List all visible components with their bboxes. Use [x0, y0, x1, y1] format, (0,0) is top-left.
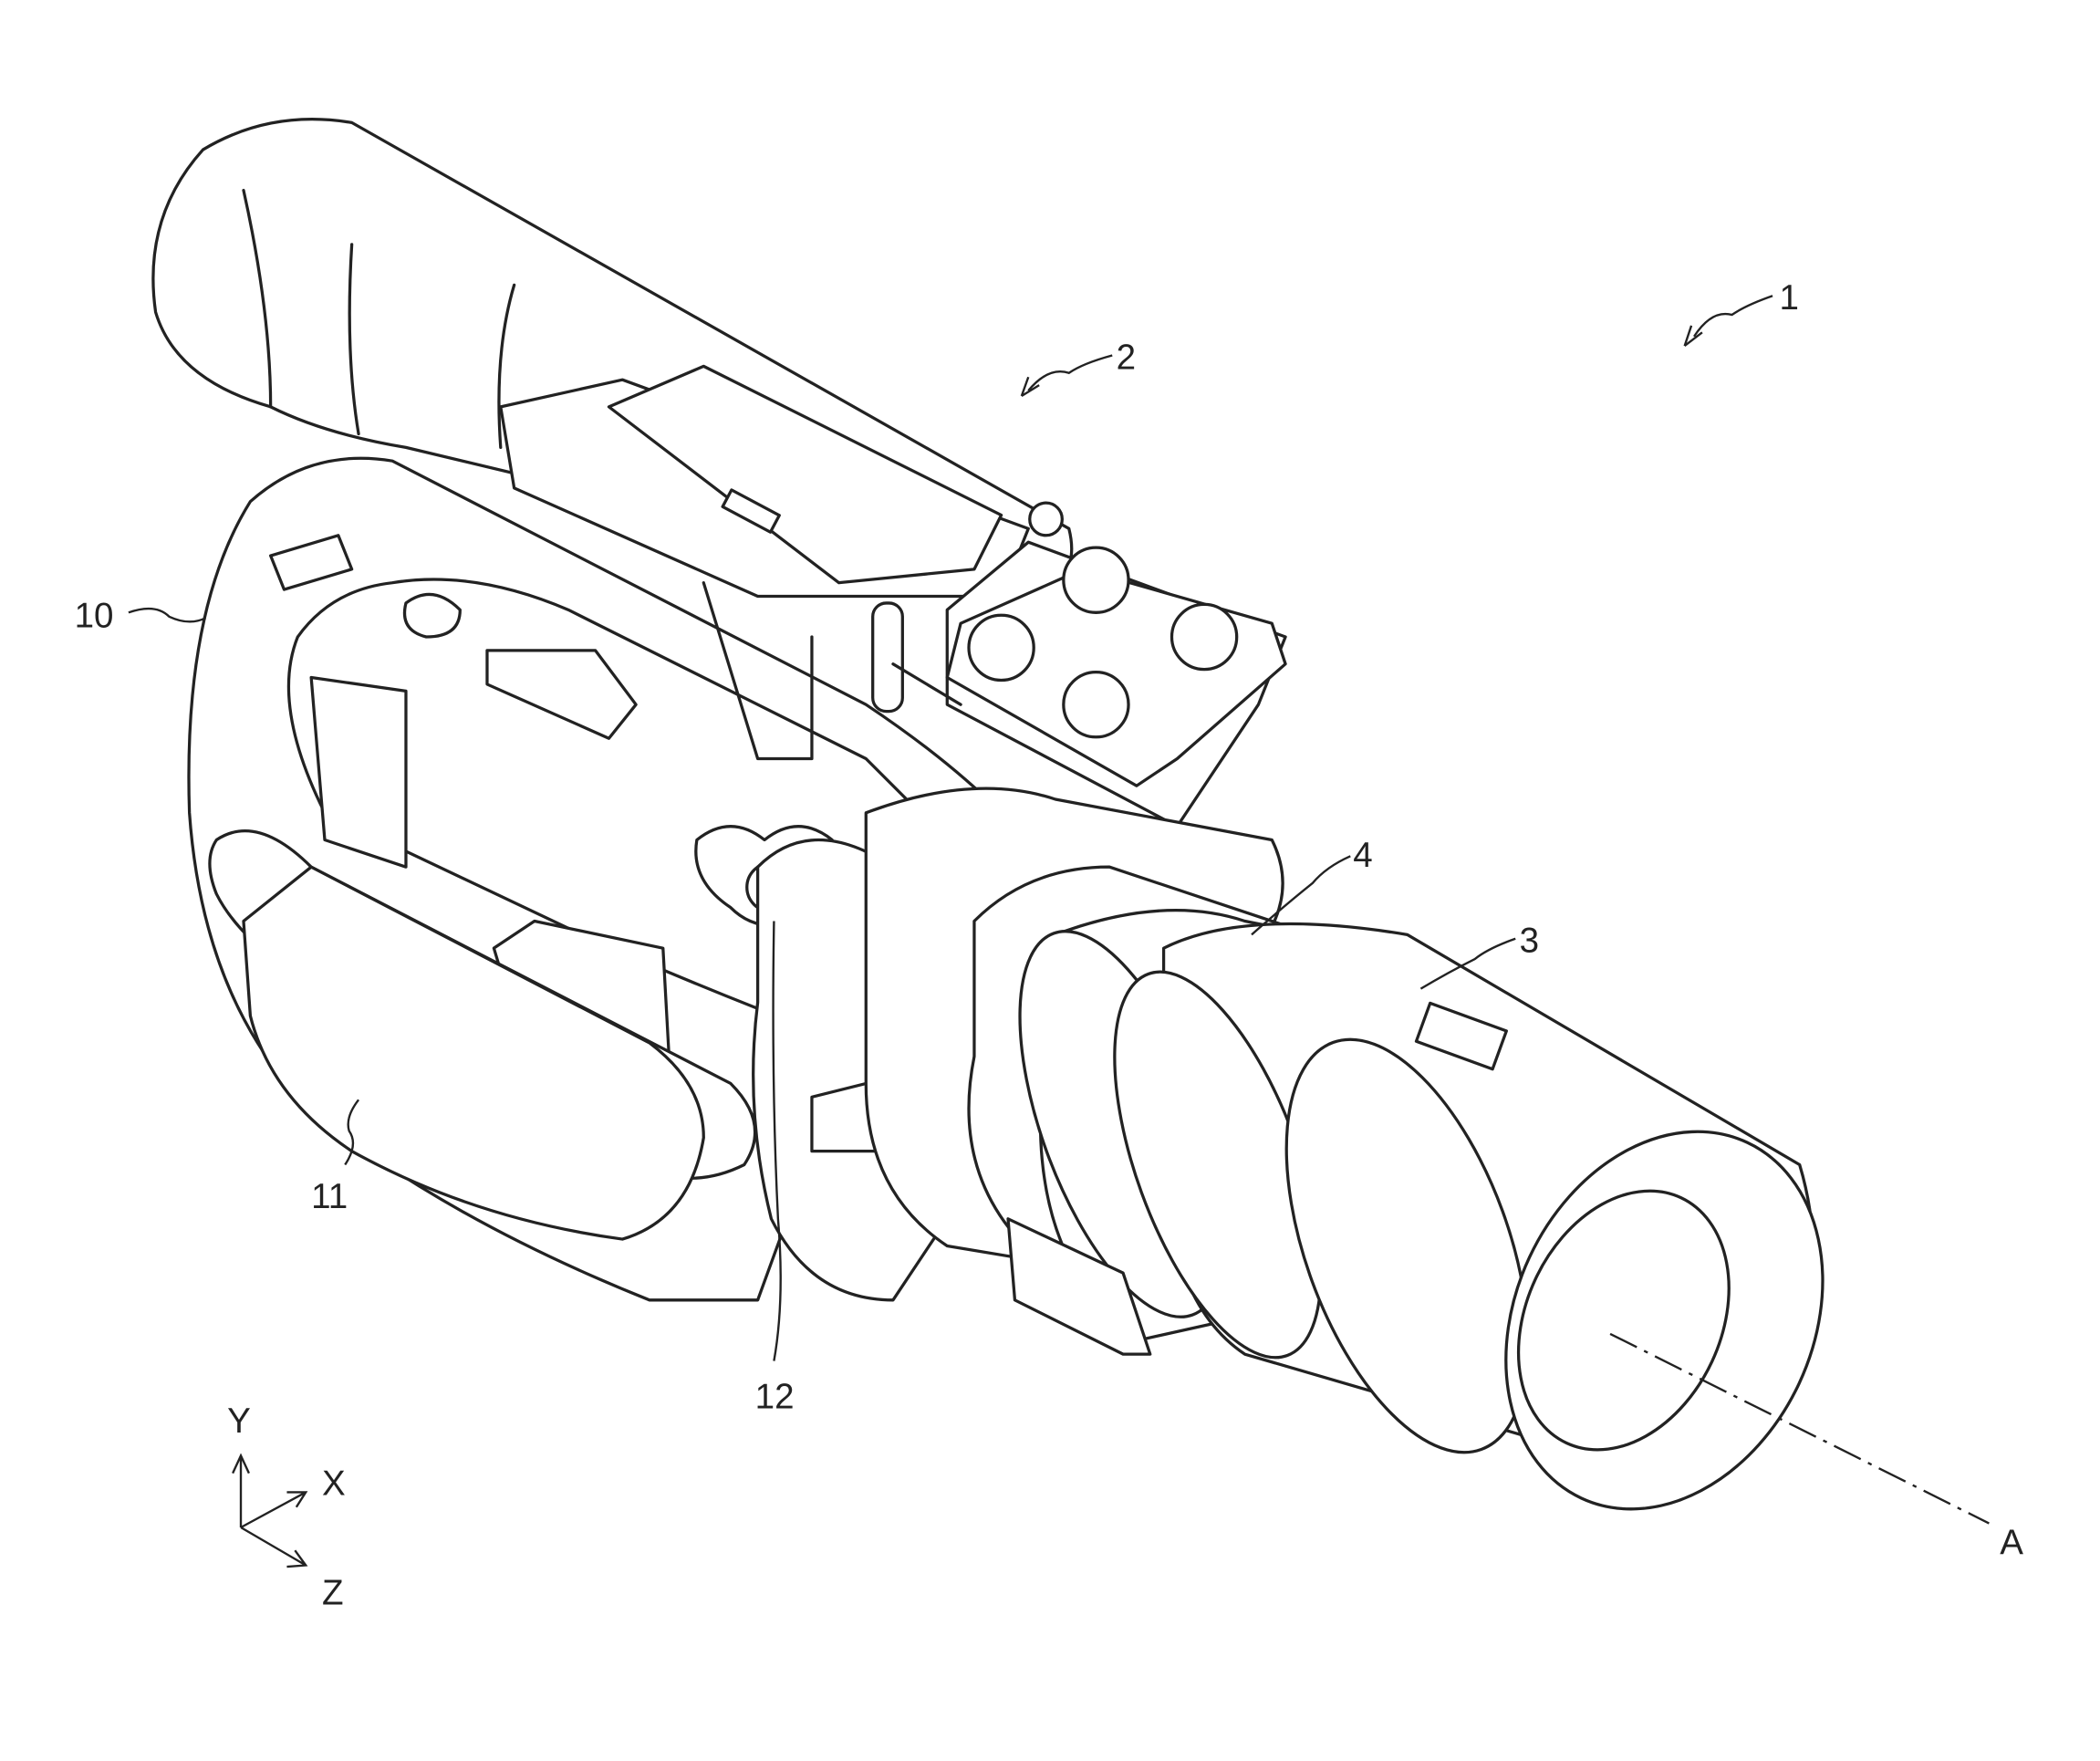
label-3: 3 — [1520, 922, 1539, 961]
axis-label-y: Y — [227, 1402, 251, 1441]
label-A: A — [2000, 1524, 2023, 1563]
axis-label-z: Z — [322, 1574, 344, 1613]
axis-label-x: X — [322, 1464, 346, 1503]
label-2: 2 — [1117, 338, 1136, 377]
lens-assembly — [866, 788, 1882, 1561]
label-12: 12 — [755, 1377, 795, 1416]
coordinate-axes: Y X Z — [227, 1402, 346, 1612]
label-1: 1 — [1779, 278, 1798, 318]
label-11: 11 — [311, 1177, 348, 1216]
label-4: 4 — [1353, 836, 1372, 875]
label-10: 10 — [75, 597, 114, 636]
